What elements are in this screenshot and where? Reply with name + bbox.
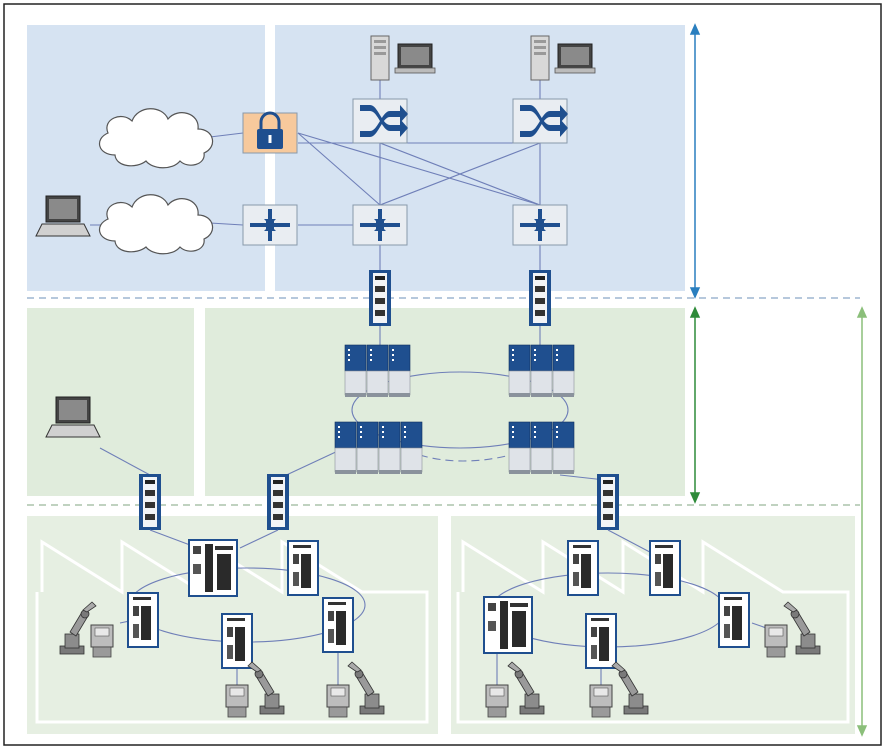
field-switch-icon [483,596,533,654]
backbone-switch-icon [352,98,409,144]
hmi-panel-icon [589,684,613,718]
field-switch-icon [127,592,159,648]
modular-switch-icon [508,421,575,475]
server-tower-icon [530,35,550,81]
firewall-padlock-icon [242,111,298,154]
hmi-panel-icon [485,684,509,718]
din-rail-switch-icon [529,270,551,326]
field-switch-icon [188,539,238,597]
din-rail-switch-icon [369,270,391,326]
modular-switch-icon [508,344,575,398]
hmi-panel-icon [764,624,788,658]
router-icon [512,204,568,246]
router-icon [242,204,298,246]
field-switch-icon [322,597,354,653]
double-arrow-icon [689,23,701,299]
router-icon [352,204,408,246]
field-switch-icon [585,613,617,669]
monitor-icon [394,43,436,74]
ring-redundant-link [419,454,511,462]
hmi-panel-icon [326,684,350,718]
control-links [99,326,606,481]
field-switch-icon [718,592,750,648]
control-zone [27,308,685,496]
server-tower-icon [370,35,390,81]
din-rail-switch-icon [139,474,161,530]
hmi-panel-icon [90,624,114,658]
backbone-switch-icon [512,98,569,144]
field-switch-icon [221,613,253,669]
double-arrow-icon [689,306,701,504]
hmi-panel-icon [225,684,249,718]
double-arrow-icon [856,306,868,737]
monitor-icon [554,43,596,74]
field-switch-icon [287,540,319,596]
office-links [90,55,541,270]
modular-switch-icon [344,344,411,398]
field-switch-icon [649,540,681,596]
din-rail-switch-icon [597,474,619,530]
din-rail-switch-icon [267,474,289,530]
field-switch-icon [567,540,599,596]
